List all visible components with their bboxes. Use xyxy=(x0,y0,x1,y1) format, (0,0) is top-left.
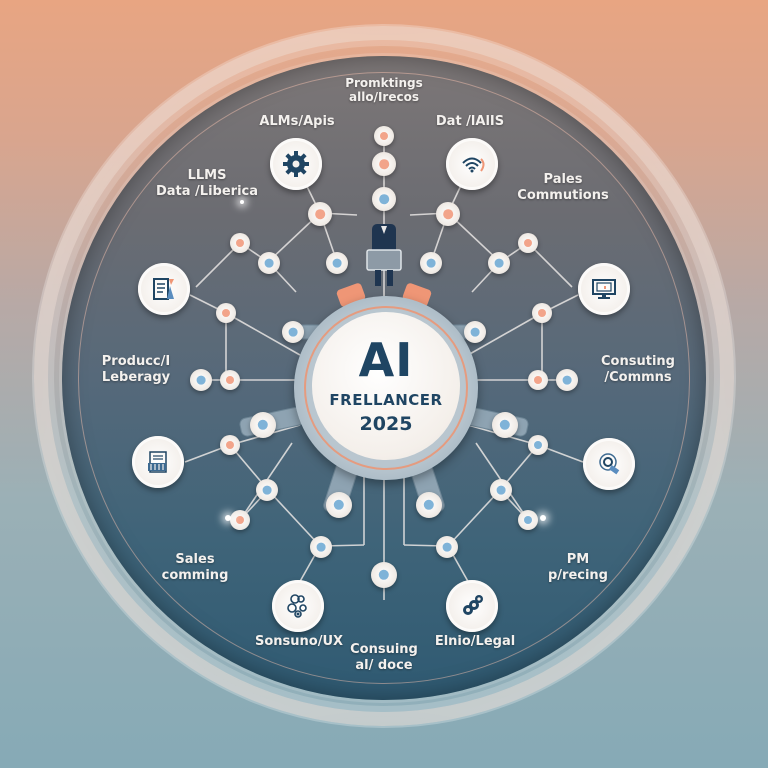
hub-title: AI xyxy=(358,333,414,387)
label-top-right-line1: Dat /lAlIS xyxy=(435,114,505,129)
icon-node-left-upper[interactable] xyxy=(138,263,190,315)
label-top-line1: Promktings xyxy=(345,76,423,90)
label-mid-right-line2: /Commns xyxy=(604,370,672,385)
node-hub-bl[interactable] xyxy=(326,492,352,518)
label-lower-left: Sales comming xyxy=(150,552,240,584)
label-lower-left-line1: Sales xyxy=(175,552,215,567)
label-upper-left: LLMS Data /Liberica xyxy=(152,168,262,200)
node-hub-tr[interactable] xyxy=(464,321,486,343)
label-bottom: Consuing al/ doce xyxy=(334,642,434,674)
label-mid-right: Consuting /Commns xyxy=(588,354,688,386)
label-bottom-line1: Consuing xyxy=(350,642,418,657)
label-upper-right: Pales Commutions xyxy=(508,172,618,204)
icon-node-right-upper[interactable] xyxy=(578,263,630,315)
label-mid-left-line2: Leberagy xyxy=(101,370,171,385)
node-r-mid[interactable] xyxy=(556,369,578,391)
node-b-l[interactable] xyxy=(310,536,332,558)
report-document-icon xyxy=(148,451,167,473)
label-bottom-left: Sonsuno/UX xyxy=(244,634,354,650)
label-lower-right-line2: p/recing xyxy=(547,568,608,583)
label-upper-left-line1: LLMS xyxy=(187,168,227,183)
node-bottom[interactable] xyxy=(371,562,397,588)
monitor-icon xyxy=(592,279,616,299)
label-lower-right-line1: PM xyxy=(566,552,590,567)
label-top-line2: allo/Irecos xyxy=(349,90,419,104)
node-l-1[interactable] xyxy=(216,303,236,323)
icon-node-right-lower[interactable] xyxy=(583,438,635,490)
node-r-low-3[interactable] xyxy=(518,510,538,530)
label-mid-left: Producc/I Leberagy xyxy=(86,354,186,386)
cogs-cluster-icon xyxy=(463,595,483,615)
hub-accent-ring xyxy=(304,306,468,470)
magnifier-search-icon xyxy=(599,453,620,475)
sparkle-upper-left xyxy=(240,200,244,204)
label-lower-right: PM p/recing xyxy=(528,552,628,584)
icon-node-bottom-left[interactable] xyxy=(272,580,324,632)
sparkle-left xyxy=(225,515,231,521)
gear-icon xyxy=(283,151,309,177)
node-r-mid-2[interactable] xyxy=(528,370,548,390)
disc-inner-border xyxy=(78,72,690,684)
label-bottom-left-line1: Sonsuno/UX xyxy=(254,634,344,649)
molecule-network-icon xyxy=(287,594,307,618)
node-tr-2[interactable] xyxy=(518,233,538,253)
node-top-3[interactable] xyxy=(372,187,396,211)
label-bottom-right: Elnio/Legal xyxy=(420,634,530,650)
label-mid-left-line1: Producc/I xyxy=(101,354,171,369)
label-upper-right-line2: Commutions xyxy=(517,188,609,203)
node-tl-3[interactable] xyxy=(258,252,280,274)
node-l-mid-2[interactable] xyxy=(220,370,240,390)
icon-node-bottom-right[interactable] xyxy=(446,580,498,632)
node-hub-right[interactable] xyxy=(492,412,518,438)
node-hub-tl[interactable] xyxy=(282,321,304,343)
icon-node-top-left[interactable] xyxy=(270,138,322,190)
node-tr-4[interactable] xyxy=(420,252,442,274)
icon-node-top-right[interactable] xyxy=(446,138,498,190)
label-bottom-right-line1: Elnio/Legal xyxy=(434,634,516,649)
node-r-low-2[interactable] xyxy=(490,479,512,501)
node-tl-1[interactable] xyxy=(308,202,332,226)
node-tl-4[interactable] xyxy=(326,252,348,274)
node-r-1[interactable] xyxy=(532,303,552,323)
node-tr-1[interactable] xyxy=(436,202,460,226)
node-b-r[interactable] xyxy=(436,536,458,558)
node-tr-3[interactable] xyxy=(488,252,510,274)
label-top-right: Dat /lAlIS xyxy=(420,114,520,130)
icon-node-left-lower[interactable] xyxy=(132,436,184,488)
label-upper-right-line1: Pales xyxy=(543,172,583,187)
label-top-left-line1: ALMs/Apis xyxy=(259,114,335,129)
label-mid-right-line1: Consuting xyxy=(601,354,675,369)
node-top-2[interactable] xyxy=(372,152,396,176)
node-r-low-1[interactable] xyxy=(528,435,548,455)
node-hub-left[interactable] xyxy=(250,412,276,438)
label-bottom-line2: al/ doce xyxy=(355,658,413,673)
central-hub[interactable]: AI FRELLANCER 2025 xyxy=(312,312,460,460)
node-top-1[interactable] xyxy=(374,126,394,146)
hub-subtitle: FRELLANCER xyxy=(329,391,443,409)
node-tl-2[interactable] xyxy=(230,233,250,253)
label-top-left: ALMs/Apis xyxy=(252,114,342,130)
person-with-laptop-icon xyxy=(366,224,402,286)
node-l-low-3[interactable] xyxy=(230,510,250,530)
hub-year: 2025 xyxy=(359,413,413,435)
sparkle-right xyxy=(540,515,546,521)
node-hub-br[interactable] xyxy=(416,492,442,518)
document-chart-icon xyxy=(153,278,174,300)
label-upper-left-line2: Data /Liberica xyxy=(155,184,259,199)
node-l-low-2[interactable] xyxy=(256,479,278,501)
label-top: Promktings allo/Irecos xyxy=(334,76,434,104)
label-lower-left-line2: comming xyxy=(161,568,229,583)
node-l-low-1[interactable] xyxy=(220,435,240,455)
wifi-signal-icon xyxy=(462,157,485,173)
node-l-mid[interactable] xyxy=(190,369,212,391)
